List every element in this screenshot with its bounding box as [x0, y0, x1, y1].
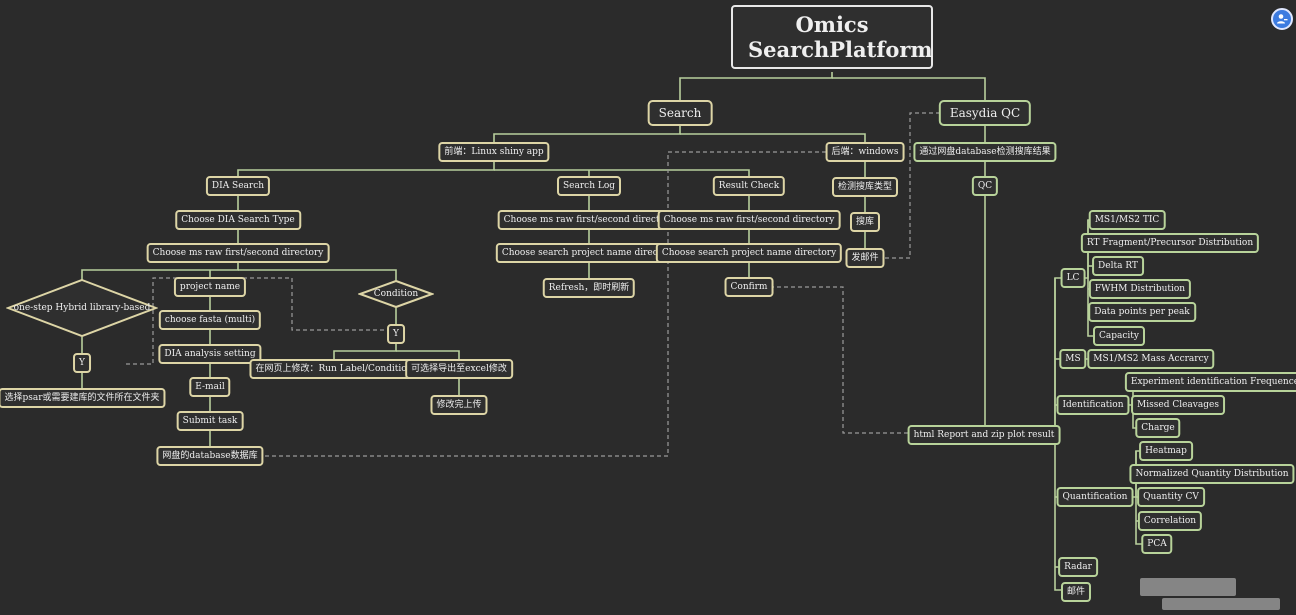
psar-folder-node[interactable]: 选择psar或需要建库的文件所在文件夹 [0, 388, 166, 408]
backend-node[interactable]: 后端：windows [825, 142, 905, 162]
lc-item[interactable]: RT Fragment/Precursor Distribution [1080, 233, 1260, 253]
lc-node[interactable]: LC [1060, 268, 1086, 288]
blurred-watermark [1162, 598, 1280, 610]
log-project-directory-node[interactable]: Choose search project name directory [495, 243, 683, 263]
lc-item[interactable]: MS1/MS2 TIC [1088, 210, 1166, 230]
export-excel-node[interactable]: 可选择导出至excel修改 [405, 359, 513, 379]
blurred-watermark [1140, 578, 1236, 596]
log-raw-directory-node[interactable]: Choose ms raw first/second directory [497, 210, 681, 230]
identification-item[interactable]: Missed Cleavages [1131, 395, 1225, 415]
search-node[interactable]: Search [647, 100, 713, 126]
check-raw-directory-node[interactable]: Choose ms raw first/second directory [657, 210, 841, 230]
quantification-item[interactable]: Correlation [1137, 511, 1203, 531]
hybrid-decision-label: one-step Hybrid library-based [13, 303, 151, 313]
submit-task-node[interactable]: Submit task [176, 411, 244, 431]
identification-node[interactable]: Identification [1056, 395, 1130, 415]
dia-search-type-node[interactable]: Choose DIA Search Type [175, 210, 301, 230]
user-share-icon[interactable] [1271, 8, 1293, 30]
qc-node[interactable]: QC [971, 176, 999, 196]
check-project-directory-node[interactable]: Choose search project name directory [655, 243, 843, 263]
quantification-node[interactable]: Quantification [1056, 487, 1134, 507]
root-title: Omics SearchPlatform [731, 5, 933, 69]
project-name-node[interactable]: project name [173, 277, 247, 297]
quantification-item[interactable]: Normalized Quantity Distribution [1129, 464, 1295, 484]
user-share-glyph [1277, 14, 1288, 24]
detect-search-type-node[interactable]: 检测搜库类型 [831, 177, 899, 197]
qc-detect-node[interactable]: 通过网盘database检测搜库结果 [913, 142, 1057, 162]
confirm-node[interactable]: Confirm [724, 277, 774, 297]
search-log-node[interactable]: Search Log [556, 176, 622, 196]
dia-raw-directory-node[interactable]: Choose ms raw first/second directory [146, 243, 330, 263]
root-title-line2: SearchPlatform [748, 37, 933, 62]
send-mail-node[interactable]: 发邮件 [845, 248, 885, 268]
radar-node[interactable]: Radar [1058, 557, 1098, 577]
lc-item[interactable]: FWHM Distribution [1088, 279, 1192, 299]
lc-item[interactable]: Delta RT [1092, 256, 1144, 276]
report-node[interactable]: html Report and zip plot result [907, 425, 1061, 445]
modify-web-node[interactable]: 在网页上修改：Run Label/Condition [249, 359, 419, 379]
refresh-node[interactable]: Refresh，即时刷新 [542, 278, 636, 298]
dia-analysis-setting-node[interactable]: DIA analysis setting [158, 344, 262, 364]
frontend-node[interactable]: 前端：Linux shiny app [438, 142, 550, 162]
choose-fasta-node[interactable]: choose fasta (multi) [158, 310, 262, 330]
quantification-item[interactable]: PCA [1141, 534, 1173, 554]
hybrid-yes-node[interactable]: Y [73, 353, 91, 373]
condition-decision[interactable]: Condition [358, 279, 434, 309]
netdisk-database-node[interactable]: 网盘的database数据库 [156, 446, 264, 466]
identification-item[interactable]: Experiment identification Frequence [1124, 372, 1296, 392]
lc-item[interactable]: Capacity [1093, 326, 1145, 346]
lc-item[interactable]: Data points per peak [1088, 302, 1196, 322]
identification-item[interactable]: Charge [1135, 418, 1181, 438]
condition-decision-label: Condition [373, 289, 419, 299]
mail-node[interactable]: 邮件 [1060, 582, 1092, 602]
ms-item[interactable]: MS1/MS2 Mass Accrarcy [1087, 349, 1215, 369]
search-library-node[interactable]: 搜库 [849, 212, 881, 232]
result-check-node[interactable]: Result Check [712, 176, 786, 196]
root-title-line1: Omics [795, 12, 869, 37]
easydia-qc-node[interactable]: Easydia QC [938, 100, 1032, 126]
hybrid-library-decision[interactable]: one-step Hybrid library-based [6, 278, 158, 338]
quantification-item[interactable]: Heatmap [1139, 441, 1193, 461]
condition-yes-node[interactable]: Y [387, 324, 405, 344]
email-node[interactable]: E-mail [189, 377, 231, 397]
ms-node[interactable]: MS [1059, 349, 1087, 369]
condition-diamond-shape [358, 279, 434, 309]
upload-node[interactable]: 修改完上传 [430, 395, 488, 415]
hybrid-diamond-shape [6, 278, 158, 338]
dia-search-node[interactable]: DIA Search [205, 176, 271, 196]
quantification-item[interactable]: Quantity CV [1137, 487, 1205, 507]
